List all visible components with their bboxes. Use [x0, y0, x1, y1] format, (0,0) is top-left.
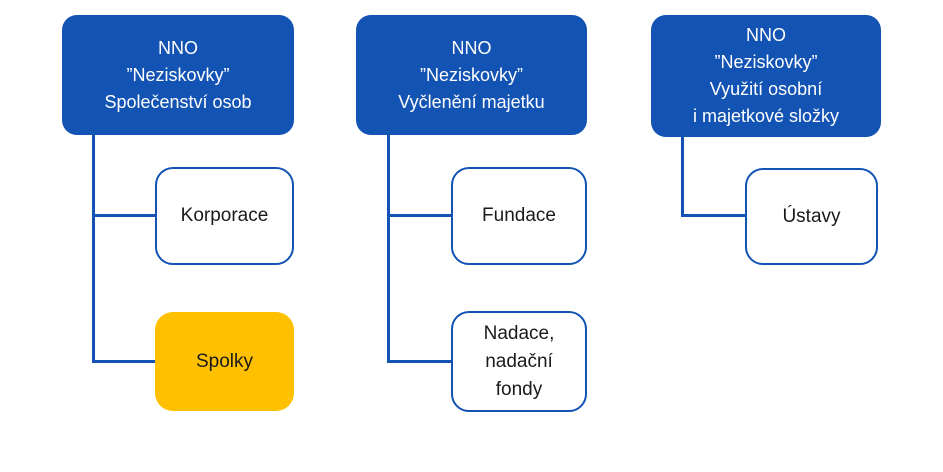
- root-node-label: NNO ”Neziskovky” Společenství osob: [104, 37, 252, 112]
- connector-vertical-tree1: [92, 135, 95, 363]
- root-node-vycleneni-majetku: NNO ”Neziskovky” Vyčlenění majetku: [356, 15, 587, 135]
- root-node-label: NNO ”Neziskovky” Vyčlenění majetku: [398, 37, 545, 112]
- child-node-ustavy: Ústavy: [745, 168, 878, 265]
- connector-to-korporace: [92, 214, 155, 217]
- child-node-korporace: Korporace: [155, 167, 294, 265]
- connector-to-spolky: [92, 360, 155, 363]
- child-node-spolky: Spolky: [155, 312, 294, 411]
- child-node-label: Korporace: [180, 205, 269, 226]
- connector-vertical-tree3: [681, 137, 684, 217]
- root-node-vyuziti-osobni-i-majetkove-slozky: NNO ”Neziskovky” Využití osobní i majetk…: [651, 15, 881, 137]
- child-node-label: Nadace, nadační fondy: [483, 322, 555, 400]
- connector-to-nadace: [387, 360, 451, 363]
- child-node-nadace-nadacni-fondy: Nadace, nadační fondy: [451, 311, 587, 412]
- root-node-label: NNO ”Neziskovky” Využití osobní i majetk…: [692, 25, 840, 126]
- connector-to-fundace: [387, 214, 451, 217]
- child-node-fundace: Fundace: [451, 167, 587, 265]
- root-node-spolecenstvi-osob: NNO ”Neziskovky” Společenství osob: [62, 15, 294, 135]
- connector-vertical-tree2: [387, 135, 390, 363]
- child-node-label: Spolky: [195, 350, 254, 372]
- connector-to-ustavy: [681, 214, 745, 217]
- child-node-label: Ústavy: [782, 205, 841, 227]
- child-node-label: Fundace: [482, 205, 556, 226]
